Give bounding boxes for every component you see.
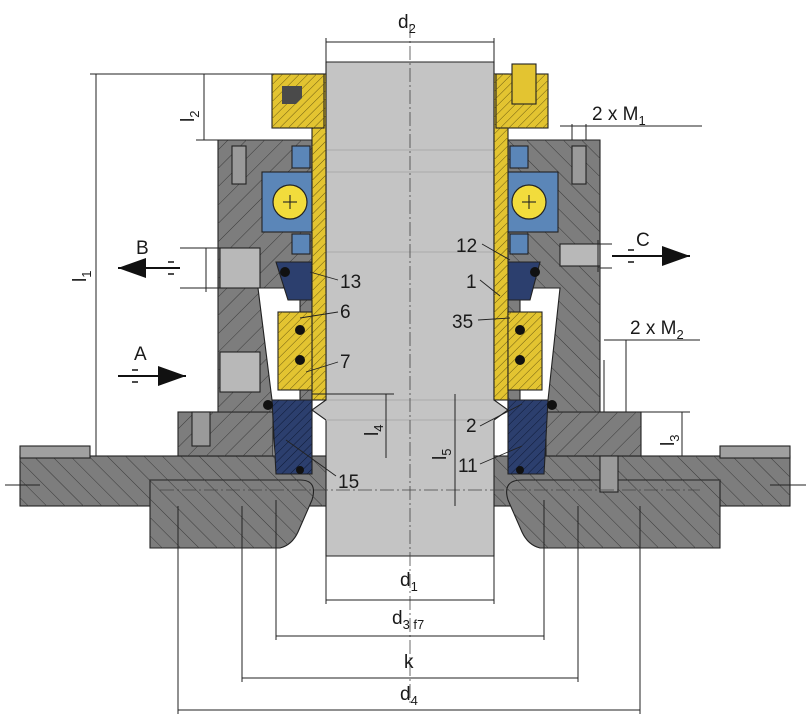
leader-lines	[285, 243, 523, 477]
part-13: 13	[340, 272, 361, 293]
label-l2: l2	[178, 111, 202, 122]
shaft-sleeve	[271, 63, 549, 401]
label-d2: d2	[398, 12, 416, 36]
part-7: 7	[340, 352, 351, 373]
port-b-arrow	[118, 258, 180, 278]
o-rings	[263, 267, 557, 474]
label-d1: d1	[400, 570, 418, 594]
dimension-lines	[90, 38, 702, 714]
part-12: 12	[456, 236, 477, 257]
label-port-a: A	[134, 344, 147, 365]
label-d3-f7: d3 f7	[392, 608, 424, 632]
label-2xm1: 2 x M1	[592, 104, 646, 128]
label-l3: l3	[658, 435, 682, 446]
upper-seal-ring-left	[291, 145, 311, 169]
part-1: 1	[466, 272, 477, 293]
label-l5: l5	[430, 449, 454, 460]
lower-seal-ring-left	[291, 233, 311, 255]
part-6: 6	[340, 302, 351, 323]
part-11: 11	[458, 456, 478, 477]
label-port-b: B	[136, 238, 149, 259]
lower-seal-ring-right	[509, 233, 529, 255]
part-2: 2	[466, 416, 477, 437]
label-2xm2: 2 x M2	[630, 318, 684, 342]
bearing-right	[507, 171, 559, 233]
gland-plate	[177, 411, 642, 493]
label-d4: d4	[400, 684, 418, 708]
label-port-c: C	[636, 230, 650, 251]
port-c-arrow	[612, 246, 690, 266]
part-15: 15	[338, 472, 359, 493]
bearing-left	[261, 171, 313, 233]
label-l1: l1	[70, 271, 94, 282]
upper-seal-ring-right	[509, 145, 529, 169]
part-35: 35	[452, 312, 473, 333]
label-l4: l4	[362, 425, 386, 436]
label-k: k	[404, 652, 414, 673]
seal-faces	[271, 261, 549, 475]
port-a-arrow	[118, 366, 186, 386]
